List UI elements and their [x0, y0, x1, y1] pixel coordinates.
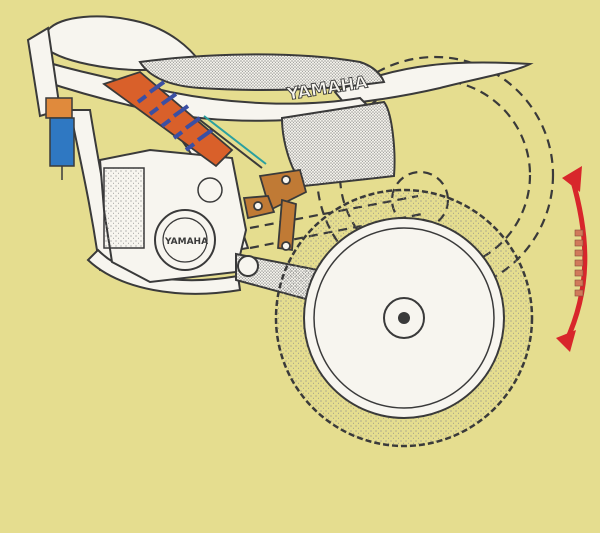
side-number-plate	[280, 100, 396, 188]
rear-wheel	[274, 188, 534, 448]
rear-fender	[333, 61, 534, 106]
engine-brand-text: YAMAHA	[164, 237, 208, 247]
travel-scale-icon	[574, 229, 584, 297]
engine: YAMAHA	[98, 148, 248, 284]
wheel-travel-arrow-icon	[556, 166, 588, 352]
monoshock-unit	[102, 70, 267, 169]
shock-reservoir	[45, 97, 75, 180]
shock-spring	[136, 80, 214, 152]
seat	[138, 53, 386, 91]
rear-linkage	[242, 168, 308, 252]
